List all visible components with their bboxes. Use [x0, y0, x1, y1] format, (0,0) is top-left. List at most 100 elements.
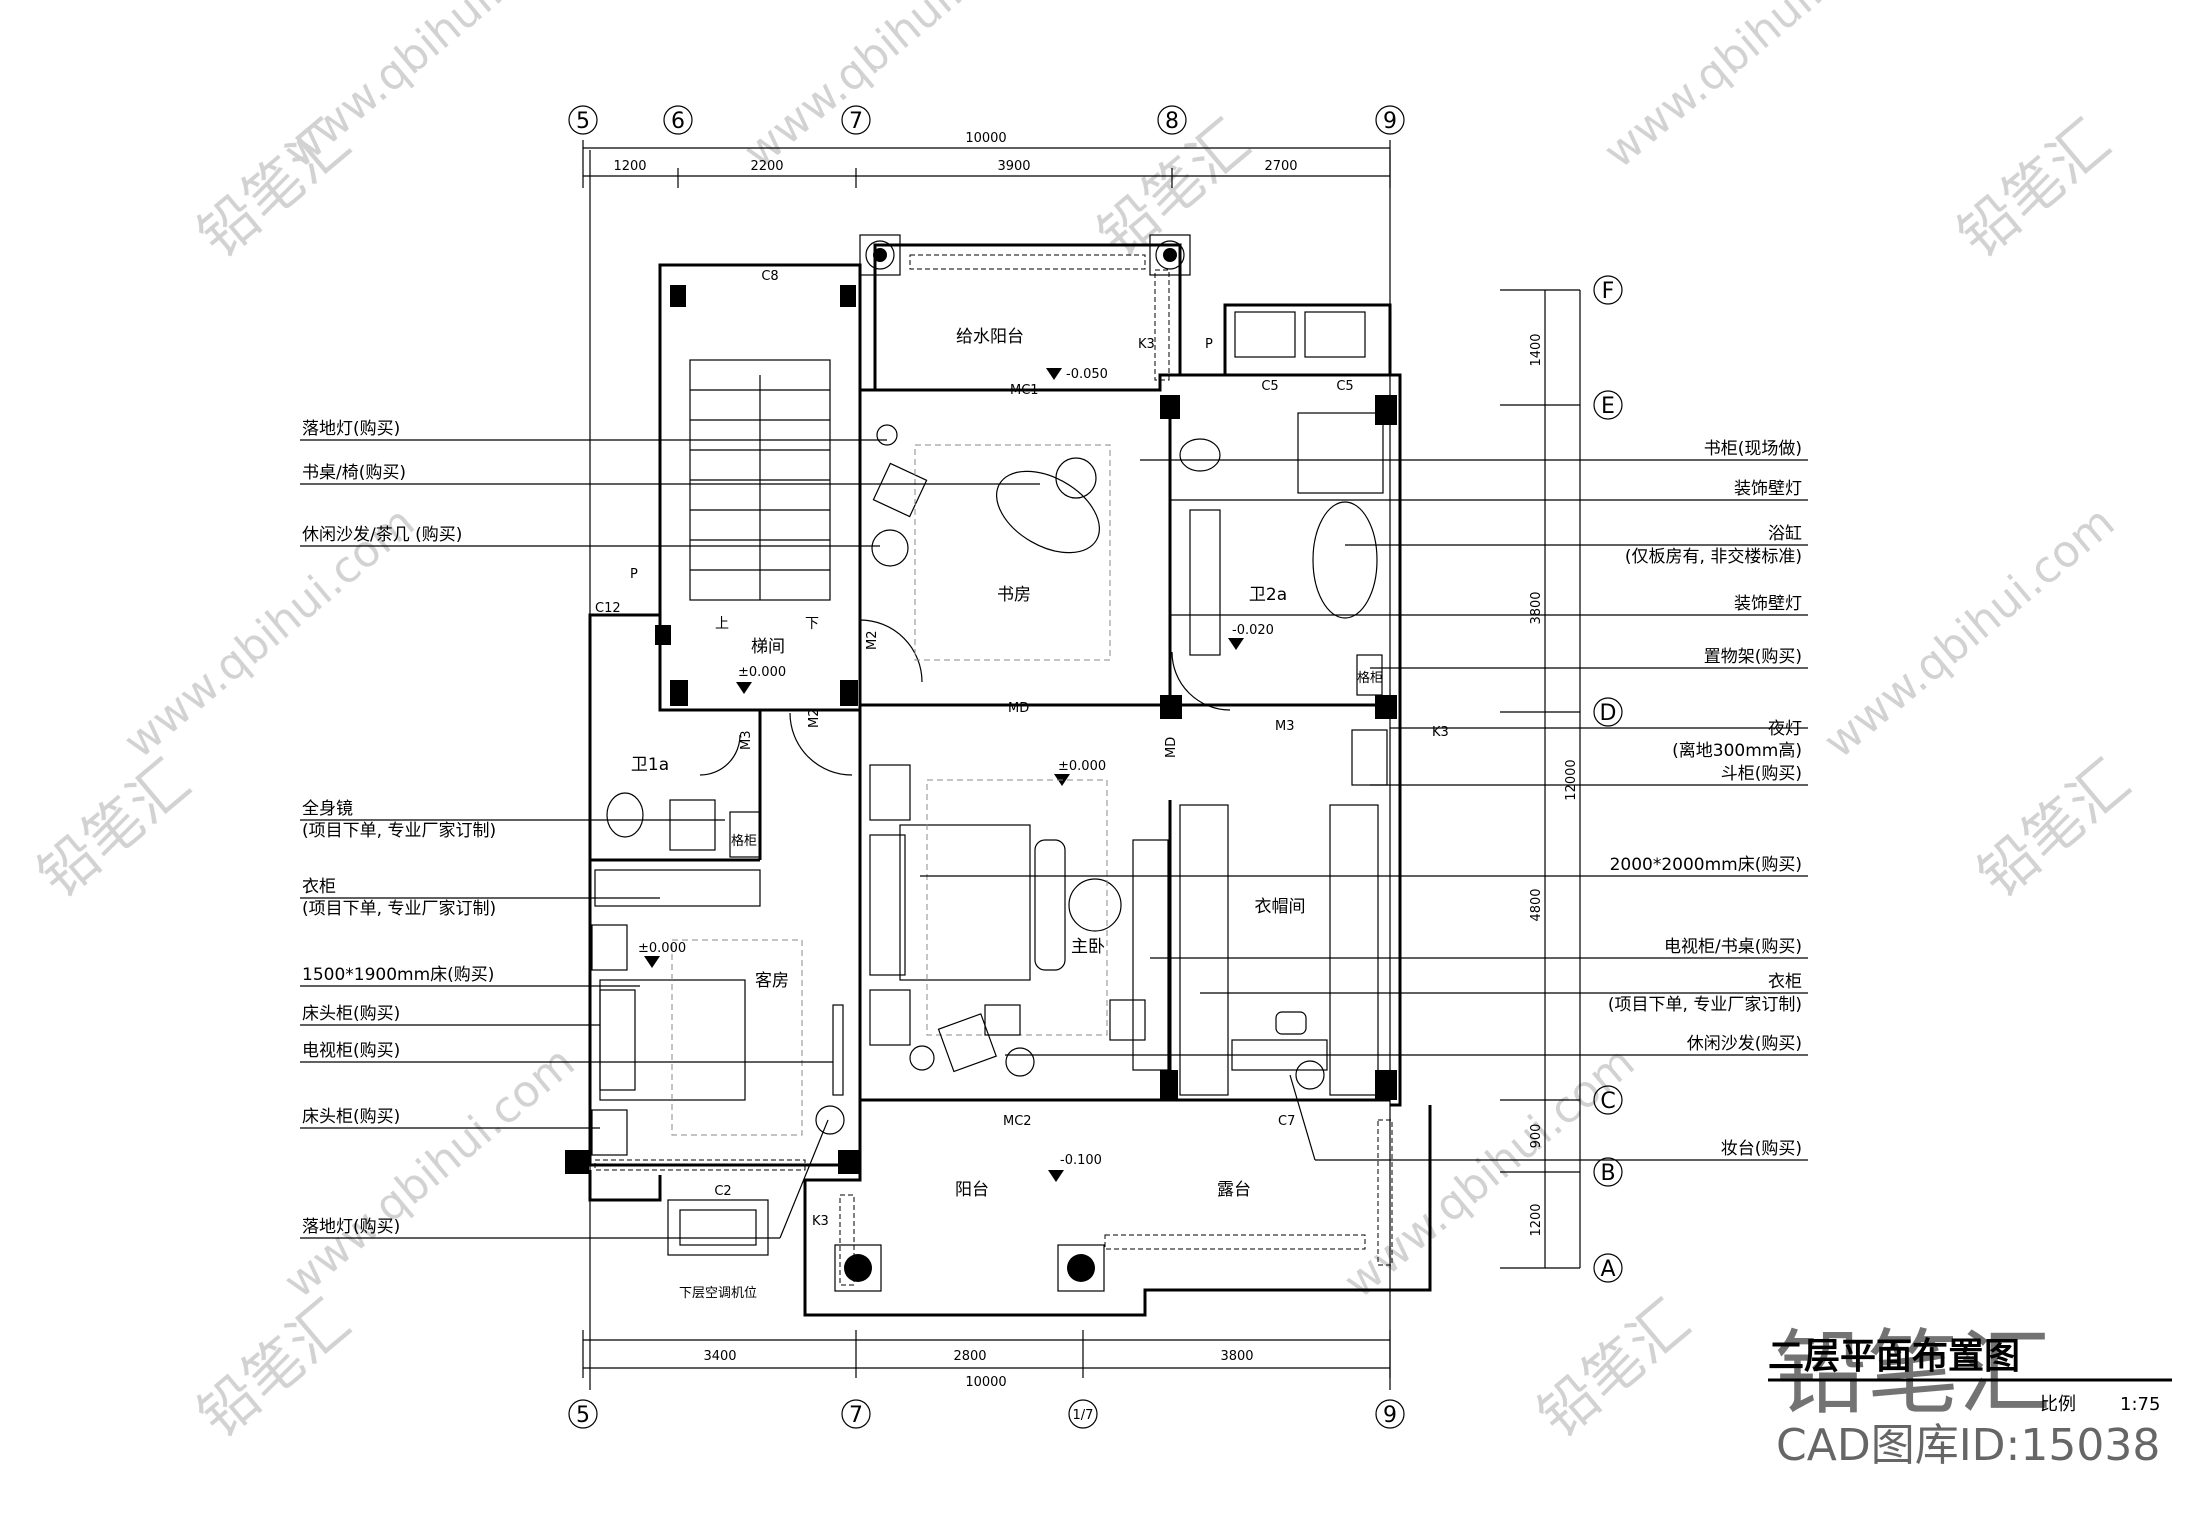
study-desk [996, 470, 1100, 554]
guest-nightstand-top [591, 924, 628, 971]
wardrobe-left [1179, 804, 1229, 1096]
doors [699, 619, 1231, 776]
room-terrace: 露台 [1217, 1180, 1251, 1200]
dim-bottom-3800: 3800 [1220, 1349, 1253, 1364]
code-c5b: C5 [1336, 379, 1353, 394]
code-c5a: C5 [1261, 379, 1278, 394]
master-side-table [1005, 1047, 1035, 1077]
level-master: ±0.000 [1058, 759, 1106, 774]
dim-right-total: 12000 [1564, 759, 1579, 800]
left-label-floor-lamp-2: 落地灯(购买) [302, 1217, 400, 1237]
dim-top-1200: 1200 [613, 159, 646, 174]
watermark-brand: 铅笔汇 [185, 107, 362, 271]
wardrobe-right [1329, 804, 1379, 1096]
vanity-2a [1189, 509, 1221, 656]
axis-bottom-7: 7 [849, 1403, 863, 1428]
left-label-tv-cabinet: 电视柜(购买) [302, 1041, 400, 1061]
watermark-brand: 铅笔汇 [185, 1287, 362, 1451]
level-bath-2a: -0.020 [1232, 623, 1274, 638]
bath-cabinet [1297, 412, 1384, 494]
stair-down-label: 下 [805, 616, 819, 632]
shelf-label-1a: 格柜 [731, 833, 757, 849]
left-label-nightstand-2: 床头柜(购买) [302, 1107, 400, 1127]
level-markers [644, 368, 1244, 1182]
code-m3-bath2a: M3 [1275, 719, 1295, 734]
right-label-lounge-sofa: 休闲沙发(购买) [1687, 1034, 1802, 1054]
dim-top-2700: 2700 [1264, 159, 1297, 174]
master-nightstand-bottom [869, 989, 911, 1046]
sink-1a [669, 799, 716, 851]
top-axis: 5 6 7 8 9 10000 1200 2200 3900 2700 [568, 105, 1405, 188]
staircase: 上 下 [689, 359, 831, 632]
guest-wardrobe [594, 869, 761, 907]
level-labels: -0.050 ±0.000 -0.020 ±0.000 ±0.000 -0.10… [638, 367, 1274, 1168]
code-c2: C2 [714, 1184, 731, 1199]
axis-right-D: D [1600, 701, 1617, 726]
code-m2-study: M2 [865, 631, 880, 651]
dim-right-1200: 1200 [1529, 1203, 1544, 1236]
scale-value: 1:75 [2120, 1394, 2160, 1415]
ac-platform [667, 1199, 769, 1256]
shelf-rack [1356, 654, 1383, 696]
master-nightstand-top [869, 764, 911, 821]
right-label-wardrobe: 衣柜 [1768, 972, 1802, 992]
master-lounge-chair [937, 1013, 997, 1073]
dim-right-900: 900 [1529, 1124, 1544, 1149]
dim-top-3900: 3900 [997, 159, 1030, 174]
right-label-bathtub-sub: (仅板房有, 非交楼标准) [1625, 547, 1802, 567]
watermark-site: www.qbihui.com [274, 1037, 584, 1309]
room-bath-2a: 卫2a [1249, 585, 1287, 605]
left-label-desk-chair: 书桌/椅(购买) [302, 463, 406, 483]
dim-top-total: 10000 [965, 131, 1006, 146]
study-side-table [871, 529, 909, 567]
axis-top-9: 9 [1383, 109, 1397, 134]
dim-right-3800: 3800 [1529, 591, 1544, 624]
toilet-1a [606, 792, 644, 838]
stair-up-label: 上 [715, 616, 729, 632]
code-c12: C12 [595, 601, 621, 616]
code-p-top: P [1205, 337, 1213, 352]
watermark-caption: CAD图库ID:15038 [1776, 1420, 2160, 1471]
axis-right-E: E [1601, 394, 1615, 419]
dim-right-4800: 4800 [1529, 888, 1544, 921]
code-k3-bottom: K3 [812, 1214, 829, 1229]
right-label-tv-desk: 电视柜/书桌(购买) [1664, 937, 1802, 957]
watermark-brand: 铅笔汇 [1965, 747, 2142, 911]
watermark-brand: 铅笔汇 [1525, 1287, 1702, 1451]
left-label-wardrobe: 衣柜 [302, 877, 336, 897]
opening-codes: C8 K3 P MC1 C5 C5 C12 P M2 M2 M3 M3 K3 M… [595, 269, 1449, 1229]
room-water-balcony: 给水阳台 [956, 327, 1024, 347]
right-label-wall-lamp-1: 装饰壁灯 [1734, 479, 1802, 499]
right-label-master-bed: 2000*2000mm床(购买) [1610, 855, 1802, 875]
left-label-sofa: 休闲沙发/茶几 (购买) [302, 525, 462, 545]
right-label-night-light: 夜灯 [1768, 719, 1802, 739]
floor-lamp-study [876, 424, 898, 446]
axis-top-5: 5 [576, 109, 590, 134]
dim-top-2200: 2200 [750, 159, 783, 174]
dim-bottom-total: 10000 [965, 1375, 1006, 1390]
room-master: 主卧 [1071, 937, 1105, 957]
right-label-wall-lamp-2: 装饰壁灯 [1734, 594, 1802, 614]
code-mc2: MC2 [1003, 1114, 1032, 1129]
master-bed [899, 824, 1031, 981]
code-md-study: MD [1008, 701, 1029, 716]
right-label-shelf-rack: 置物架(购买) [1704, 647, 1802, 667]
dim-right-1400: 1400 [1529, 333, 1544, 366]
left-label-wardrobe-sub: (项目下单, 专业厂家订制) [302, 899, 496, 919]
bathtub [1312, 501, 1378, 619]
code-mc1: MC1 [1010, 383, 1039, 398]
level-guest: ±0.000 [638, 941, 686, 956]
room-below-note: 下层空调机位 [679, 1286, 757, 1301]
left-label-floor-lamp: 落地灯(购买) [302, 419, 400, 439]
room-labels: 给水阳台 书房 梯间 卫2a 卫1a 主卧 衣帽间 客房 阳台 露台 下层空调机… [631, 327, 1306, 1301]
left-label-nightstand-1: 床头柜(购买) [302, 1004, 400, 1024]
watermark-brand: 铅笔汇 [1945, 107, 2122, 271]
toilet-2a [1179, 438, 1221, 472]
axis-right-C: C [1600, 1089, 1615, 1114]
watermark-site: www.qbihui.com [734, 0, 1044, 178]
axis-right-B: B [1600, 1161, 1615, 1186]
master-ottoman [984, 1004, 1021, 1036]
code-m3-bath1a: M3 [739, 731, 754, 751]
right-label-night-light-sub: (离地300mm高) [1672, 741, 1802, 761]
